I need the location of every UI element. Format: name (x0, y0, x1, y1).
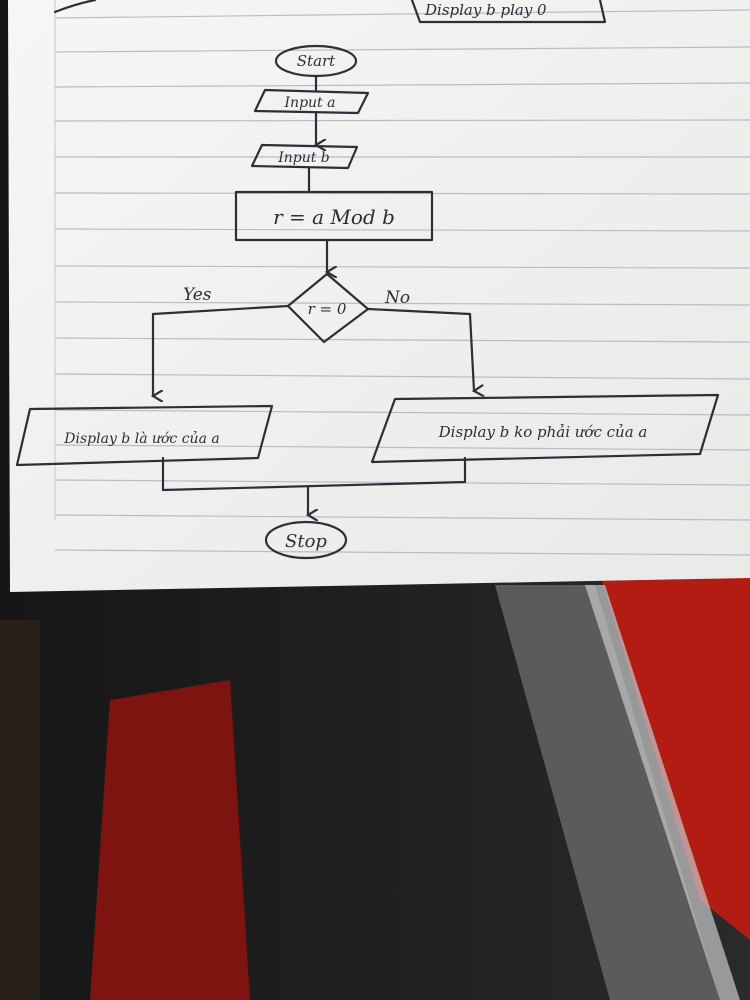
stop-label: Stop (285, 531, 327, 552)
header-fragment-text: Display b play 0 (424, 1, 547, 19)
metal-rail (495, 585, 720, 1000)
input-b-parallelogram (250, 143, 359, 170)
arrow-no-branch (366, 307, 474, 391)
output-no-parallelogram (370, 393, 720, 464)
output-no-label: Display b ko phải ước của a (438, 423, 648, 441)
no-label: No (384, 288, 410, 308)
output-yes-label: Display b là ước của a (63, 430, 219, 447)
arrow-yes-branch (153, 304, 290, 396)
decision-label: r = 0 (308, 300, 347, 318)
input-b-label: Input b (277, 150, 330, 166)
yes-label: Yes (183, 285, 212, 305)
table-edge (0, 620, 40, 1000)
output-yes-parallelogram (15, 404, 274, 467)
start-label: Start (297, 52, 336, 70)
decision-diamond (286, 272, 370, 344)
input-a-parallelogram (253, 88, 370, 115)
merge-connector (161, 456, 467, 492)
process-box (234, 190, 434, 242)
header-fragment-shape (410, 0, 607, 24)
process-label: r = a Mod b (273, 205, 395, 229)
red-chair-right (600, 575, 750, 940)
notebook-paper (8, 0, 750, 592)
header-fragment-curve (53, 0, 97, 14)
red-chair-left (90, 680, 250, 1000)
stop-terminal (264, 520, 348, 560)
ruled-lines (54, 9, 750, 556)
input-a-label: Input a (284, 95, 336, 111)
metal-rail-highlight (585, 585, 740, 1000)
